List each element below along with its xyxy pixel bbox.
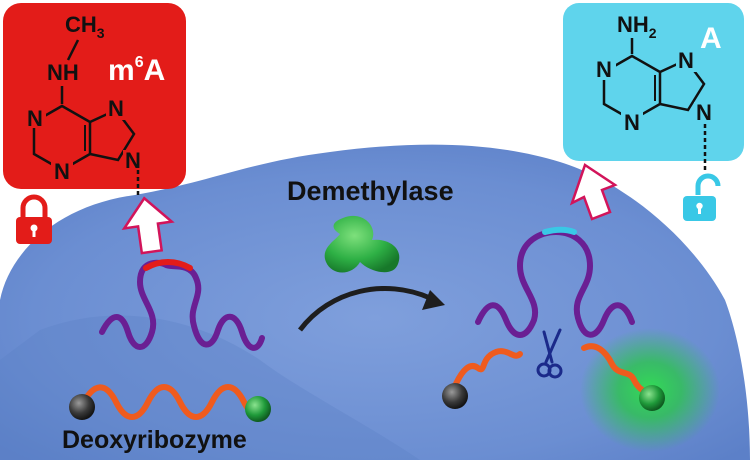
m6a-atom-n9: N <box>125 148 141 173</box>
substrate-fragment-left <box>452 348 523 389</box>
demethylase-label: Demethylase <box>287 176 454 206</box>
adenine-amine: NH2 <box>617 12 657 41</box>
substrate-strand-left <box>79 384 261 420</box>
deoxyribozyme-probe-intact <box>69 259 271 422</box>
adenine-atom-n1: N <box>596 57 612 82</box>
cell-body <box>0 144 750 460</box>
adenine-card: A NH2 N N N N <box>563 3 744 161</box>
methyl-group: CH3 <box>65 12 105 41</box>
adenine-atom-n7: N <box>678 48 694 73</box>
hollow-arrow-right-icon <box>569 163 618 221</box>
quencher-ball-right <box>442 383 468 409</box>
fluorophore-ball-right <box>639 385 665 411</box>
scissors-icon <box>536 328 563 379</box>
adenine-label: A <box>700 22 722 55</box>
adenine-atom-n9: N <box>696 100 712 125</box>
adenine-atom-n3: N <box>624 110 640 135</box>
deoxyribozyme-probe-cleaved <box>442 226 665 411</box>
m6a-amine: NH <box>47 60 79 85</box>
m6a-atom-n3: N <box>54 159 70 184</box>
m6a-label: m6A <box>108 54 165 87</box>
quencher-ball-left <box>69 394 95 420</box>
curved-arrow-icon <box>298 286 445 332</box>
deoxyribozyme-label: Deoxyribozyme <box>62 426 247 454</box>
m6a-atom-n7: N <box>108 96 124 121</box>
cell-shading <box>0 315 420 460</box>
fluorophore-ball-left <box>245 396 271 422</box>
demethylated-site-marker <box>542 226 577 235</box>
enzyme-blob-icon <box>324 215 400 273</box>
padlock-open-icon <box>683 173 721 221</box>
hollow-arrow-icon <box>121 196 175 255</box>
m6a-atom-n1: N <box>27 106 43 131</box>
padlock-closed-icon <box>16 194 52 244</box>
m6a-site-marker <box>143 259 193 271</box>
m6a-card: m6A CH3 NH N N N N <box>3 3 186 189</box>
